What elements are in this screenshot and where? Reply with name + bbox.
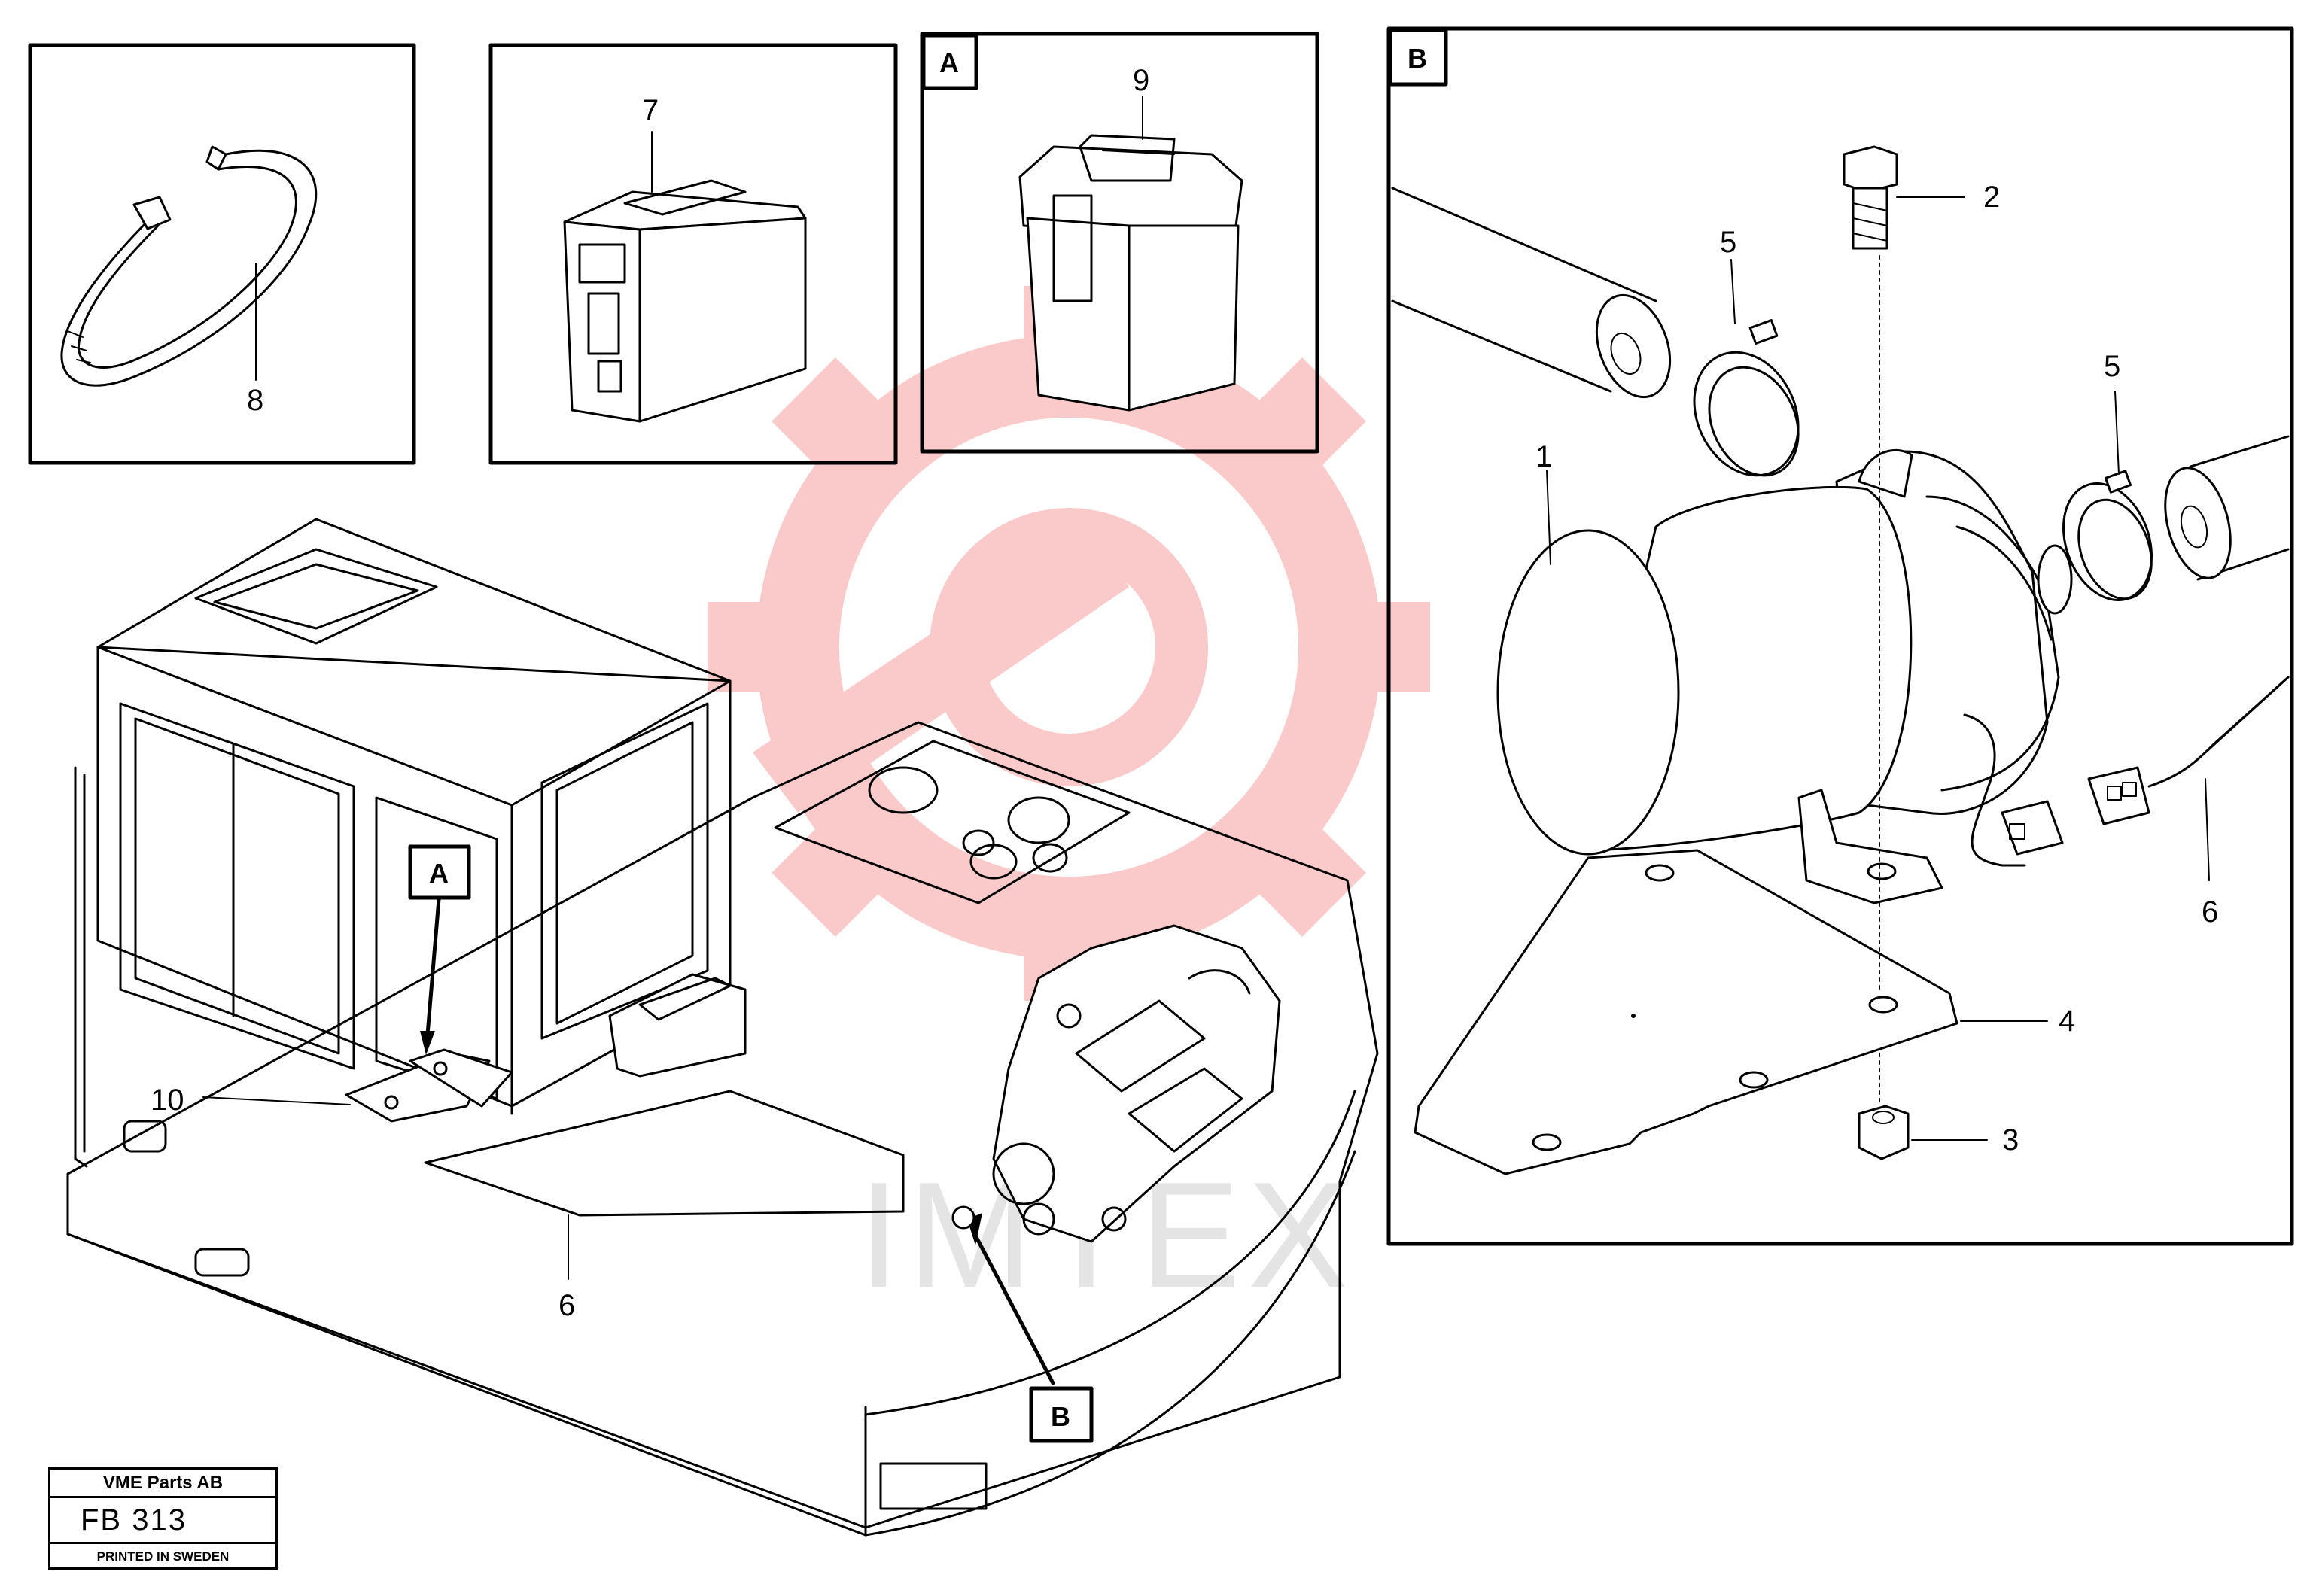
callout-3: 3: [2002, 1123, 2019, 1157]
company-name: VME Parts AB: [50, 1470, 275, 1498]
detail-cable-tie: 8: [28, 43, 416, 465]
heater-wiring: [1963, 676, 2290, 867]
overview-b-tag: B: [1051, 1401, 1070, 1432]
overview-machine: A 10 6 B: [66, 518, 1379, 1537]
hose-clamp-right: [2062, 470, 2153, 601]
detail-frame-cable-tie: [28, 43, 416, 465]
callout-6-detail: 6: [2202, 895, 2218, 929]
detail-a-tag-box: [921, 33, 978, 90]
cab: [74, 518, 732, 1168]
overview-a-tag: A: [429, 858, 449, 889]
base-plate: [1414, 849, 1958, 1175]
callout-7: 7: [642, 94, 659, 127]
heater-body: [1496, 448, 2073, 856]
callout-4: 4: [2059, 1005, 2075, 1038]
floor-plate: [345, 1048, 905, 1217]
detail-frame-connector: [488, 43, 898, 465]
relay-drawing: [1018, 134, 1243, 412]
hose-right: [2164, 435, 2290, 581]
detail-b-heater: B: [1386, 26, 2294, 1246]
callout-5-right: 5: [2104, 350, 2120, 383]
detail-a-relay: A 9: [920, 32, 1319, 454]
hose-clamp-left: [1693, 319, 1800, 477]
callout-6-overview: 6: [558, 1289, 575, 1322]
detail-a-tag: A: [939, 47, 959, 78]
detail-frame-b: [1386, 26, 2294, 1246]
callout-2: 2: [1983, 181, 2000, 214]
printed-in: PRINTED IN SWEDEN: [96, 1549, 230, 1564]
detail-b-tag-box: [1388, 28, 1448, 87]
detail-b-callouts: 2 5 5 1 6 4 3: [1535, 181, 2218, 1157]
heater-bracket: [1797, 789, 1943, 904]
callout-9: 9: [1133, 64, 1149, 97]
callout-1: 1: [1535, 440, 1552, 473]
nut: [1858, 1053, 1910, 1160]
detail-frame-a: [920, 32, 1319, 454]
hose-left: [1391, 187, 1672, 399]
title-block: VME Parts AB FB 313 PRINTED IN SWEDEN: [48, 1467, 278, 1570]
detail-connector: 7: [488, 43, 898, 465]
control-console: [608, 973, 747, 1078]
detail-b-tag: B: [1408, 43, 1427, 74]
screw: [1843, 145, 1898, 994]
overview-a-tag-box: [408, 844, 471, 900]
callout-10: 10: [151, 1084, 184, 1117]
connector-drawing: [563, 179, 807, 423]
overview-b-tag-box: [1029, 1386, 1094, 1443]
upper-structure: [66, 721, 1379, 1537]
callout-5-left: 5: [1720, 226, 1736, 259]
cable-tie-drawing: [60, 145, 318, 387]
callout-8: 8: [247, 384, 263, 417]
valve-block: [992, 924, 1281, 1243]
drawing-number: FB 313: [50, 1498, 275, 1544]
